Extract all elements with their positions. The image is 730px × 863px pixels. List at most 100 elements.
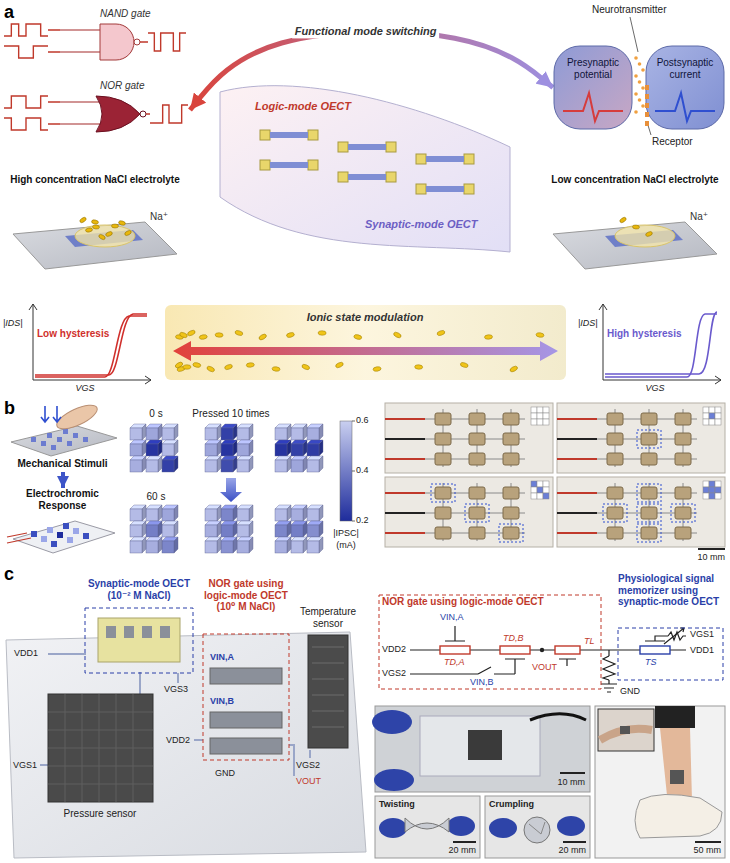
oect-region: Synaptic-mode OECT (10⁻² M NaCl) [82,578,196,676]
node-shape [5,300,155,395]
wire [445,626,465,641]
photo-frame [385,477,553,547]
neuron: Postsynaptic current [645,45,725,130]
input-wire [60,30,101,52]
cube-side [249,456,253,472]
signal-name: VGS3 [164,684,188,694]
ion-particle [460,362,469,369]
cube-side [142,440,146,456]
photo-frame [375,796,480,858]
sensor-texture [48,694,153,802]
sensor-stripe [312,663,344,664]
cube-side [303,456,307,472]
device-plate [11,426,117,456]
electrode [503,433,519,445]
electrode [503,487,519,499]
cube-side [287,456,291,472]
ion-particle [318,331,326,336]
pin-label: VIN,A [440,612,464,622]
inset-cell [715,419,721,425]
electrode [142,626,152,638]
electrode [435,527,451,539]
inset-cell [531,413,537,419]
cable [530,714,586,720]
inset-cell [709,413,715,419]
pixel [73,528,79,534]
electrode [435,453,451,465]
plot-axes [599,304,721,384]
plot-axes [29,304,151,384]
sensor-region: Pressure sensor [40,690,161,830]
cube-side [319,505,323,521]
cube-front [275,509,287,521]
node-heading: High concentration NaCl electrolyte [10,174,180,186]
electrolyte-drop [75,225,135,247]
neurotransmitter-dot [634,74,638,78]
double-arrow [173,341,558,361]
pin-label: GND [620,686,640,696]
ion-particle [632,225,639,230]
cube-front [205,428,217,440]
cube-side [217,521,221,537]
electrode [435,487,451,499]
wire [603,656,615,680]
pin-label: VGS2 [382,668,406,678]
pin-label: VGS1 [690,629,714,639]
ion-particle [224,364,233,371]
leg [660,728,692,805]
inset-photo [598,709,654,751]
trace [48,653,86,655]
sensor-texture [48,694,153,802]
cube-side [158,537,162,553]
cube-front [146,541,158,553]
node-heading: Ionic state modulation [165,311,565,324]
electrode [675,433,691,445]
colorbar-unit: (mA) [336,540,356,550]
ion-particle [246,362,254,367]
receptor [645,112,649,117]
cube-front [237,444,249,456]
output-wave [140,33,186,51]
sensor-region: Temperature sensor [296,606,361,756]
cube-front [130,444,142,456]
cube-front [146,460,158,472]
cube-front [291,509,303,521]
inset-cell [715,487,721,493]
time-label: 0 s [149,408,162,420]
selection-box [431,484,455,502]
tick-label: 0.6 [356,415,369,425]
glove [374,769,414,791]
sensor-texture [48,694,153,802]
cube-front [237,428,249,440]
neuron: Presynaptic potential [553,45,633,130]
ion-particle [206,365,215,372]
cube-side [249,521,253,537]
cube-side [142,521,146,537]
cube-side [233,440,237,456]
electrode [641,453,657,465]
ion-particle [118,220,126,226]
sensor-stripe [312,711,344,712]
inset-cell [709,493,715,499]
sensor-stripe [312,647,344,648]
time-label: Pressed 10 times [192,408,269,420]
node-heading: NOR gate using logic-mode OECT [382,596,544,608]
pixel [63,429,68,434]
electrolyte-drop [615,225,675,247]
inset-cell [703,481,709,487]
scale-bar [560,772,585,774]
spike-trace [563,93,623,121]
cube-side [174,521,178,537]
trace [309,750,311,758]
panel-letter: a [4,2,14,23]
selection-box [465,504,489,522]
cube-side [142,537,146,553]
flexible-sheet: Logic-mode OECTSynaptic-mode OECT [215,72,515,267]
selection-box [671,504,695,522]
electrode [210,738,282,754]
transistor-label: TD,A [444,657,465,667]
cube-front [146,509,158,521]
electrode [675,453,691,465]
cube-side [249,424,253,440]
node-heading: Low concentration NaCl electrolyte [550,174,720,186]
